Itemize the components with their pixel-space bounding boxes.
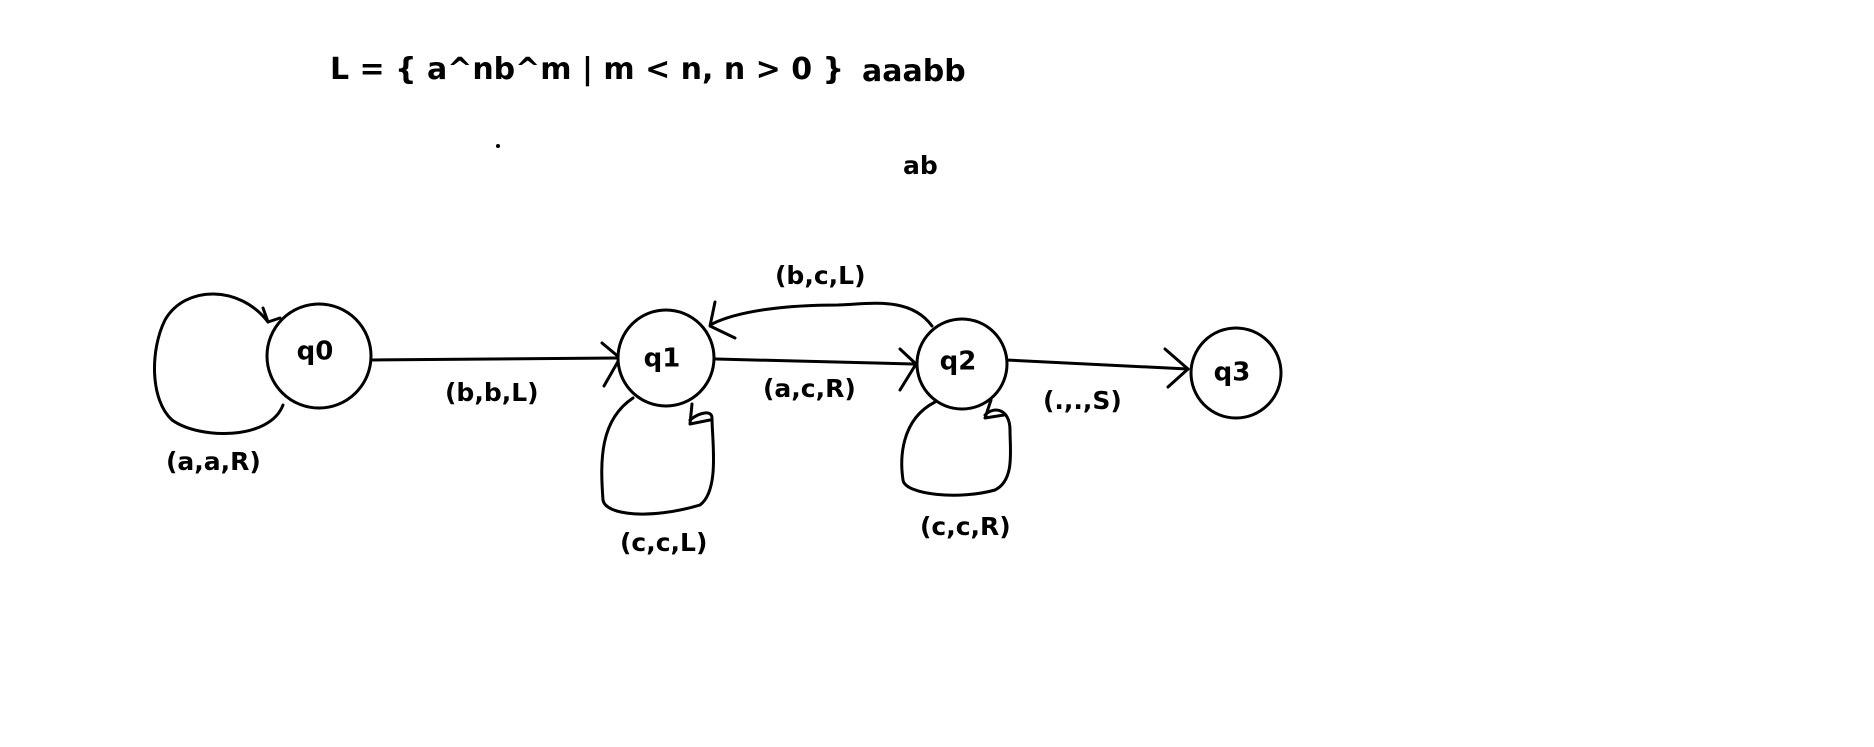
label-q1-q2: (a,c,R) [763, 374, 856, 403]
label-q2-q1: (b,c,L) [775, 261, 866, 290]
state-q1 [616, 308, 716, 408]
example-string-1: aaabb [862, 54, 966, 89]
label-q2-q3: (.,.,S) [1043, 386, 1122, 415]
edge-q2-q1 [710, 301, 934, 328]
q1-self-loop-arrowhead [688, 402, 712, 426]
stray-dot [496, 144, 500, 148]
label-q1-self: (c,c,L) [620, 528, 707, 557]
label-q2-self: (c,c,R) [920, 512, 1011, 541]
label-q0-q1: (b,b,L) [445, 378, 539, 407]
edge-q2-q1-arrowhead [708, 300, 737, 340]
edge-q2-q3-arrowhead [1163, 347, 1190, 389]
state-q1-label: q1 [644, 344, 681, 374]
q2-self-loop [900, 400, 1013, 497]
state-q3 [1189, 326, 1283, 420]
edge-q1-q2 [714, 357, 915, 366]
edge-q0-q1 [371, 356, 620, 362]
state-q2-label: q2 [940, 347, 977, 377]
state-q3-label: q3 [1214, 358, 1251, 388]
state-q0-label: q0 [297, 337, 334, 367]
q0-self-loop-arrowhead [261, 306, 282, 324]
state-q2 [915, 317, 1009, 411]
example-string-2: ab [903, 151, 938, 180]
language-definition: L = { a^nb^m | m < n, n > 0 } [330, 52, 844, 87]
label-q0-self: (a,a,R) [166, 447, 261, 476]
state-q0 [265, 302, 373, 410]
edge-q2-q3 [1004, 358, 1190, 371]
edge-q1-q2-arrowhead [898, 347, 918, 392]
q2-self-loop-arrowhead [983, 398, 1006, 420]
q0-self-loop [153, 292, 285, 435]
q1-self-loop [600, 396, 716, 516]
